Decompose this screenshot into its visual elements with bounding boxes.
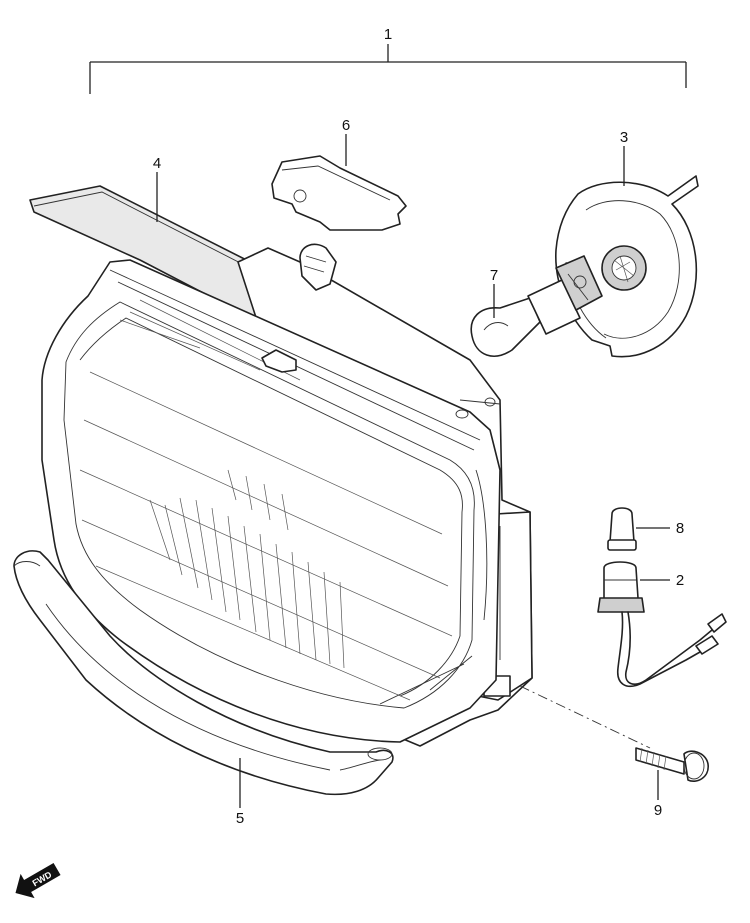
install-line — [519, 685, 651, 749]
callout-1-bracket — [89, 44, 687, 94]
dust-cover-part-6 — [271, 155, 407, 231]
socket-part-2 — [597, 561, 727, 688]
bulb-part-7 — [470, 255, 603, 357]
position-bulb-part-8 — [607, 507, 637, 551]
callout-2-label: 2 — [676, 572, 684, 589]
headlamp-housing — [41, 243, 533, 747]
callout-9-label: 9 — [654, 802, 662, 819]
callout-1-label: 1 — [384, 26, 392, 43]
callout-4-label: 4 — [153, 155, 161, 172]
callout-7-label: 7 — [490, 267, 498, 284]
lower-trim-part-5 — [13, 550, 394, 796]
callout-6-label: 6 — [342, 117, 350, 134]
callout-8-label: 8 — [676, 520, 684, 537]
bulb-cover-part-3 — [555, 175, 699, 358]
callout-3-label: 3 — [620, 129, 628, 146]
callout-5-label: 5 — [236, 810, 244, 827]
screw-part-9 — [635, 747, 709, 782]
fwd-arrow-icon: FWD — [15, 862, 61, 899]
